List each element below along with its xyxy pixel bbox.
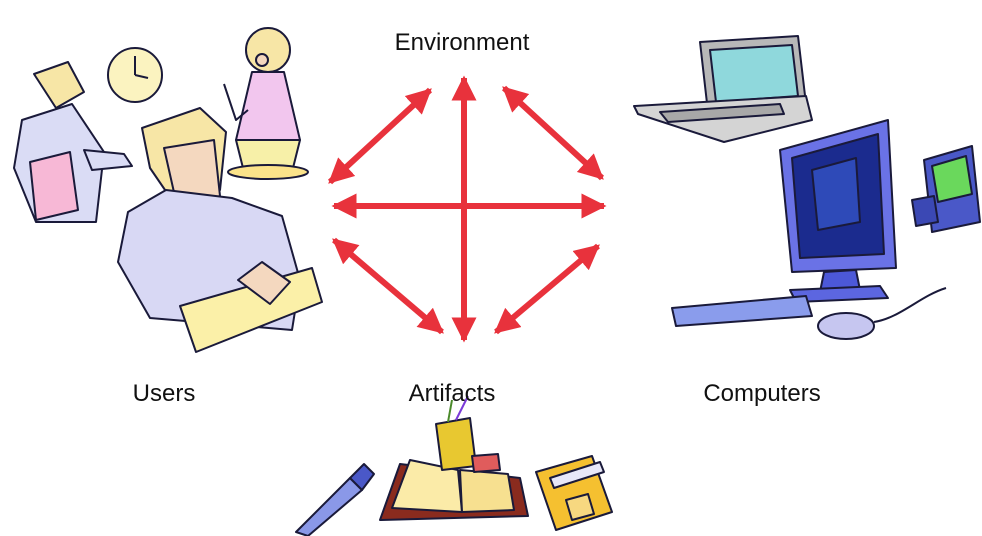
man-clipboard-figure bbox=[13, 61, 133, 223]
open-book-icon bbox=[379, 395, 529, 521]
pen-icon bbox=[295, 463, 375, 536]
arrow-diagonal-lower-right bbox=[494, 243, 600, 335]
woman-phone-figure bbox=[223, 27, 309, 180]
users-clipart-icon bbox=[13, 27, 323, 353]
arrow-diagonal-upper-right bbox=[501, 85, 605, 181]
laptop-icon bbox=[633, 35, 813, 143]
pda-icon bbox=[911, 145, 981, 233]
arrow-network bbox=[327, 75, 607, 343]
arrow-diagonal-lower-left bbox=[332, 237, 444, 335]
computers-label: Computers bbox=[703, 380, 821, 407]
users-label: Users bbox=[132, 380, 196, 407]
envelope-icon bbox=[535, 455, 613, 531]
artifacts-label: Artifacts bbox=[408, 380, 496, 407]
environment-label: Environment bbox=[394, 29, 530, 56]
clock-icon bbox=[107, 47, 163, 103]
arrow-diagonal-upper-left bbox=[327, 87, 433, 185]
desktop-computer-icon bbox=[671, 119, 947, 340]
seated-man-figure bbox=[117, 107, 323, 353]
